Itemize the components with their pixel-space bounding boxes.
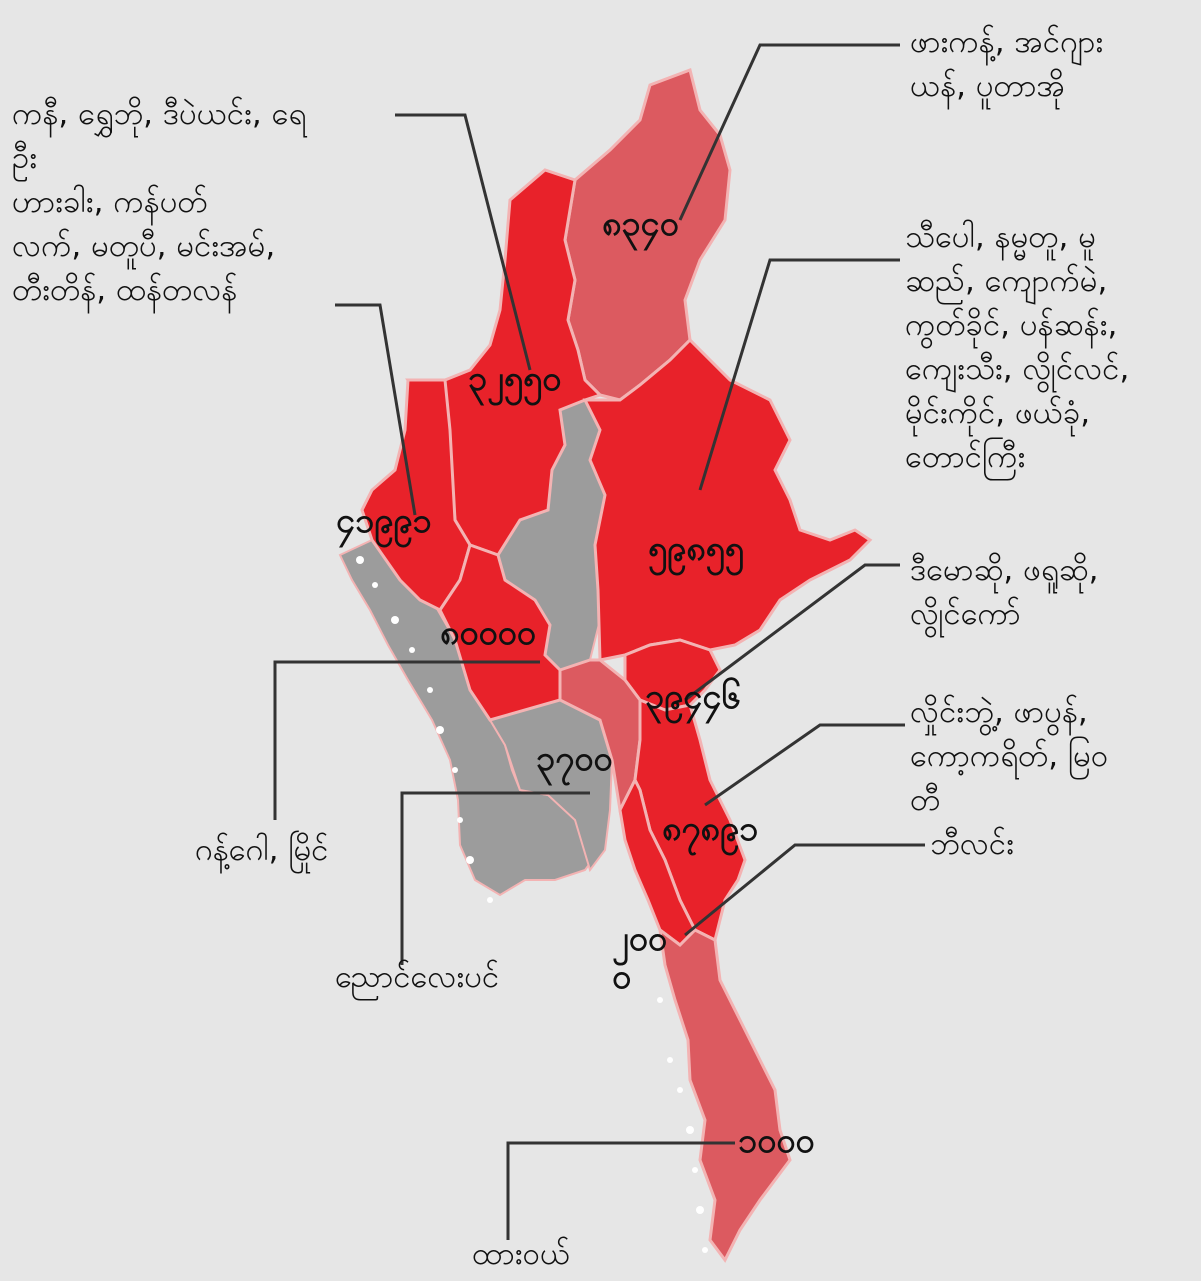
township-line: သီပေါ, နမ္မတူ, မူ: [905, 219, 1096, 255]
township-line: တီ: [910, 782, 941, 818]
township-line: မိုင်းကိုင်, ဖယ်ခုံ,: [905, 395, 1091, 431]
leader-kachin: [678, 43, 900, 221]
townships-shan: သီပေါ, နမ္မတူ, မူ ဆည်, ကျောက်မဲ, ကွတ်ခို…: [905, 215, 1129, 479]
townships-bago: ညောင်လေးပင်: [335, 955, 499, 999]
township-line: လှိုင်းဘွဲ့, ဖာပွန်,: [910, 694, 1088, 730]
township-line: တောင်ကြီး: [905, 439, 1026, 475]
value-kachin: ၈၃၄၀: [602, 204, 679, 244]
township-line: တီးတိန်, ထန်တလန်: [12, 272, 238, 308]
region-tanintharyi: [658, 926, 792, 1263]
coastal-islands: [356, 556, 708, 1253]
township-line: ဟားခါး, ကန်ပတ်: [12, 184, 208, 220]
townships-kayah: ဒီမောဆို, ဖရူဆို, လွိုင်ကော်: [910, 548, 1098, 636]
region-sagaing: [405, 168, 603, 557]
township-line: ကွတ်ခိုင်, ပန်ဆန်း,: [905, 307, 1118, 343]
township-line: ယန်, ပူတာအို: [910, 68, 1065, 104]
value-bago: ၃၇၀၀: [536, 739, 613, 779]
township-line: ဂန့်ဂေါ, မြိုင်: [195, 832, 329, 868]
value-shan: ၅၉၈၅၅: [648, 529, 744, 569]
value-mon: ၂၀၀၀: [612, 919, 667, 997]
region-shan: [582, 337, 873, 662]
leader-bago: [400, 791, 590, 965]
township-line: ဒီမောဆို, ဖရူဆို,: [910, 552, 1099, 588]
townships-kachin: ဖားကန့်, အင်ဂျား ယန်, ပူတာအို: [910, 20, 1103, 108]
leader-mon: [684, 843, 925, 937]
region-chin: [360, 378, 472, 612]
leader-kayah: [684, 563, 900, 702]
township-line: ကနီ, ရွှေဘို, ဒီပဲယင်း, ရေ: [12, 96, 307, 132]
township-line: လက်, မတူပီ, မင်းအမ်,: [12, 228, 276, 264]
township-line: ဦး: [12, 140, 38, 176]
townships-sagaing: ကနီ, ရွှေဘို, ဒီပဲယင်း, ရေ ဦး ဟားခါး, ကန…: [12, 92, 306, 312]
townships-kayin: လှိုင်းဘွဲ့, ဖာပွန်, ကော့ကရိတ်, မြဝ တီ: [910, 690, 1108, 822]
townships-magway: ဂန့်ဂေါ, မြိုင်: [195, 828, 328, 872]
leader-kayin: [704, 723, 905, 807]
township-line: ဘီလင်း: [930, 826, 1014, 862]
township-line: ကော့ကရိတ်, မြဝ: [910, 738, 1109, 774]
leader-magway: [273, 660, 540, 820]
leader-sagaing: [395, 113, 532, 371]
township-line: ဖားကန့်, အင်ဂျား: [910, 24, 1104, 60]
leader-tanintharyi: [506, 1141, 735, 1240]
value-magway: ၈၀၀၀၀: [440, 613, 536, 653]
township-line: ကျေးသီး, လွိုင်လင်,: [905, 351, 1130, 387]
value-sagaing: ၃၂၅၅၀: [468, 359, 562, 399]
township-line: လွိုင်ကော်: [910, 596, 1021, 632]
value-kayin: ၈၇၈၉၁: [662, 809, 759, 849]
township-line: ညောင်လေးပင်: [335, 959, 500, 995]
township-line: ထားဝယ်: [472, 1236, 571, 1272]
value-tanintharyi: ၁၀၀၀: [738, 1121, 815, 1161]
value-chin: ၄၁၉၉၁: [336, 501, 432, 541]
value-kayah: ၃၉၄၄၆: [645, 677, 741, 717]
townships-mon: ဘီလင်း: [930, 822, 1014, 866]
townships-tanintharyi: ထားဝယ်: [472, 1232, 570, 1276]
township-line: ဆည်, ကျောက်မဲ,: [905, 263, 1108, 299]
leader-shan: [698, 258, 900, 491]
leader-chin: [335, 303, 417, 516]
